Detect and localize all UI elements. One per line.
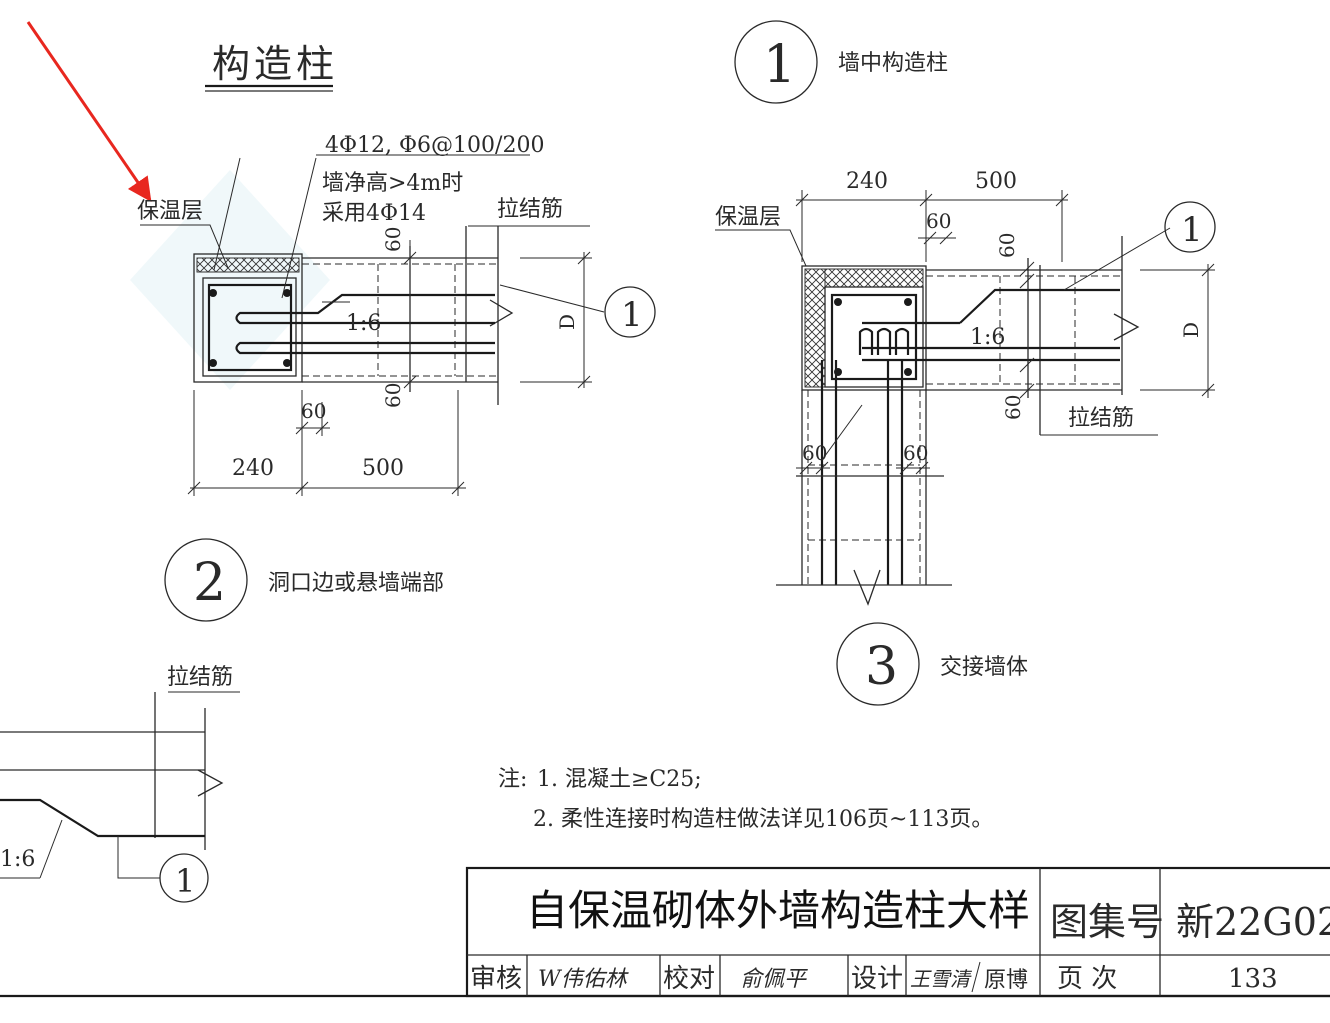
detail-marker-3 — [836, 622, 920, 706]
ref-callout-1-partial: 1 — [175, 862, 195, 900]
note-2: 2. 柔性连接时构造柱做法详见106页~113页。 — [533, 807, 993, 832]
rebar-note-line3: 采用4Φ14 — [322, 201, 426, 226]
tie-bar-label-3: 拉结筋 — [1068, 406, 1134, 431]
detail-marker-2 — [164, 538, 248, 622]
dim-240-3: 240 — [846, 169, 888, 194]
tie-bar-label-1: 拉结筋 — [167, 665, 233, 690]
partial-detail-1-drawing — [0, 691, 240, 903]
dim-d: D — [555, 314, 579, 330]
design-signature-2: 原博 — [984, 968, 1028, 993]
detail-3-labels: 保温层 240 500 60 60 60 60 60 1:6 D 拉结筋 1 — [715, 169, 1203, 465]
page-label: 页 次 — [1057, 964, 1117, 994]
check-signature: 俞佩平 — [740, 967, 808, 992]
marker-1-num: 1 — [763, 35, 796, 95]
design-label: 设计 — [851, 964, 903, 994]
dim-60-left-3: 60 — [802, 441, 827, 465]
atlas-number: 新22G02 — [1176, 900, 1330, 944]
dim-60-top: 60 — [381, 227, 405, 252]
detail-marker-1 — [734, 20, 818, 104]
ref-callout-1-3: 1 — [1181, 210, 1203, 250]
dim-60-horiz: 60 — [301, 399, 326, 423]
dim-60-top-3: 60 — [926, 209, 951, 233]
slope-label-1: 1:6 — [0, 847, 35, 872]
tie-bar-label: 拉结筋 — [497, 197, 563, 222]
slope-label-3: 1:6 — [970, 325, 1005, 350]
dim-240: 240 — [232, 456, 274, 481]
ref-callout-1: 1 — [621, 295, 643, 335]
check-label: 校对 — [663, 964, 715, 994]
rebar-spec-label: 4Φ12, Φ6@100/200 — [325, 133, 544, 158]
review-label: 审核 — [470, 964, 522, 994]
marker-3-num: 3 — [865, 637, 898, 697]
atlas-label: 图集号 — [1050, 900, 1164, 944]
drawing-title: 自保温砌体外墙构造柱大样 — [526, 886, 1030, 935]
marker-2-label: 洞口边或悬墙端部 — [268, 571, 444, 596]
detail-title: 构造柱 — [212, 42, 338, 86]
dim-500-3: 500 — [975, 169, 1017, 194]
detail-2-drawing — [140, 154, 656, 496]
marker-2-num: 2 — [193, 553, 226, 613]
note-1: 1. 混凝土≥C25; — [537, 767, 702, 792]
dim-500: 500 — [362, 456, 404, 481]
insulation-label: 保温层 — [137, 199, 203, 224]
dim-60-right-3: 60 — [903, 441, 928, 465]
review-signature: W伟佑林 — [538, 967, 630, 992]
marker-1-label: 墙中构造柱 — [838, 51, 948, 76]
dim-d-3: D — [1179, 322, 1203, 338]
design-signature: 王雪清 — [910, 967, 973, 991]
marker-3-label: 交接墙体 — [940, 655, 1028, 680]
dim-60-vert-bottom-3: 60 — [1001, 395, 1025, 420]
slope-label: 1:6 — [346, 311, 381, 336]
insulation-label-3: 保温层 — [715, 205, 781, 230]
page-number: 133 — [1228, 964, 1278, 994]
dim-60-vert-top-3: 60 — [995, 233, 1019, 258]
dim-60-bottom: 60 — [381, 383, 405, 408]
detail-3-drawing — [715, 190, 1216, 606]
rebar-note-line2: 墙净高>4m时 — [322, 171, 463, 196]
title-block — [0, 866, 1330, 998]
notes-prefix: 注: — [498, 767, 527, 792]
annotation-arrow — [26, 21, 152, 202]
detail-2-labels: 保温层 4Φ12, Φ6@100/200 墙净高>4m时 采用4Φ14 拉结筋 … — [137, 133, 643, 481]
